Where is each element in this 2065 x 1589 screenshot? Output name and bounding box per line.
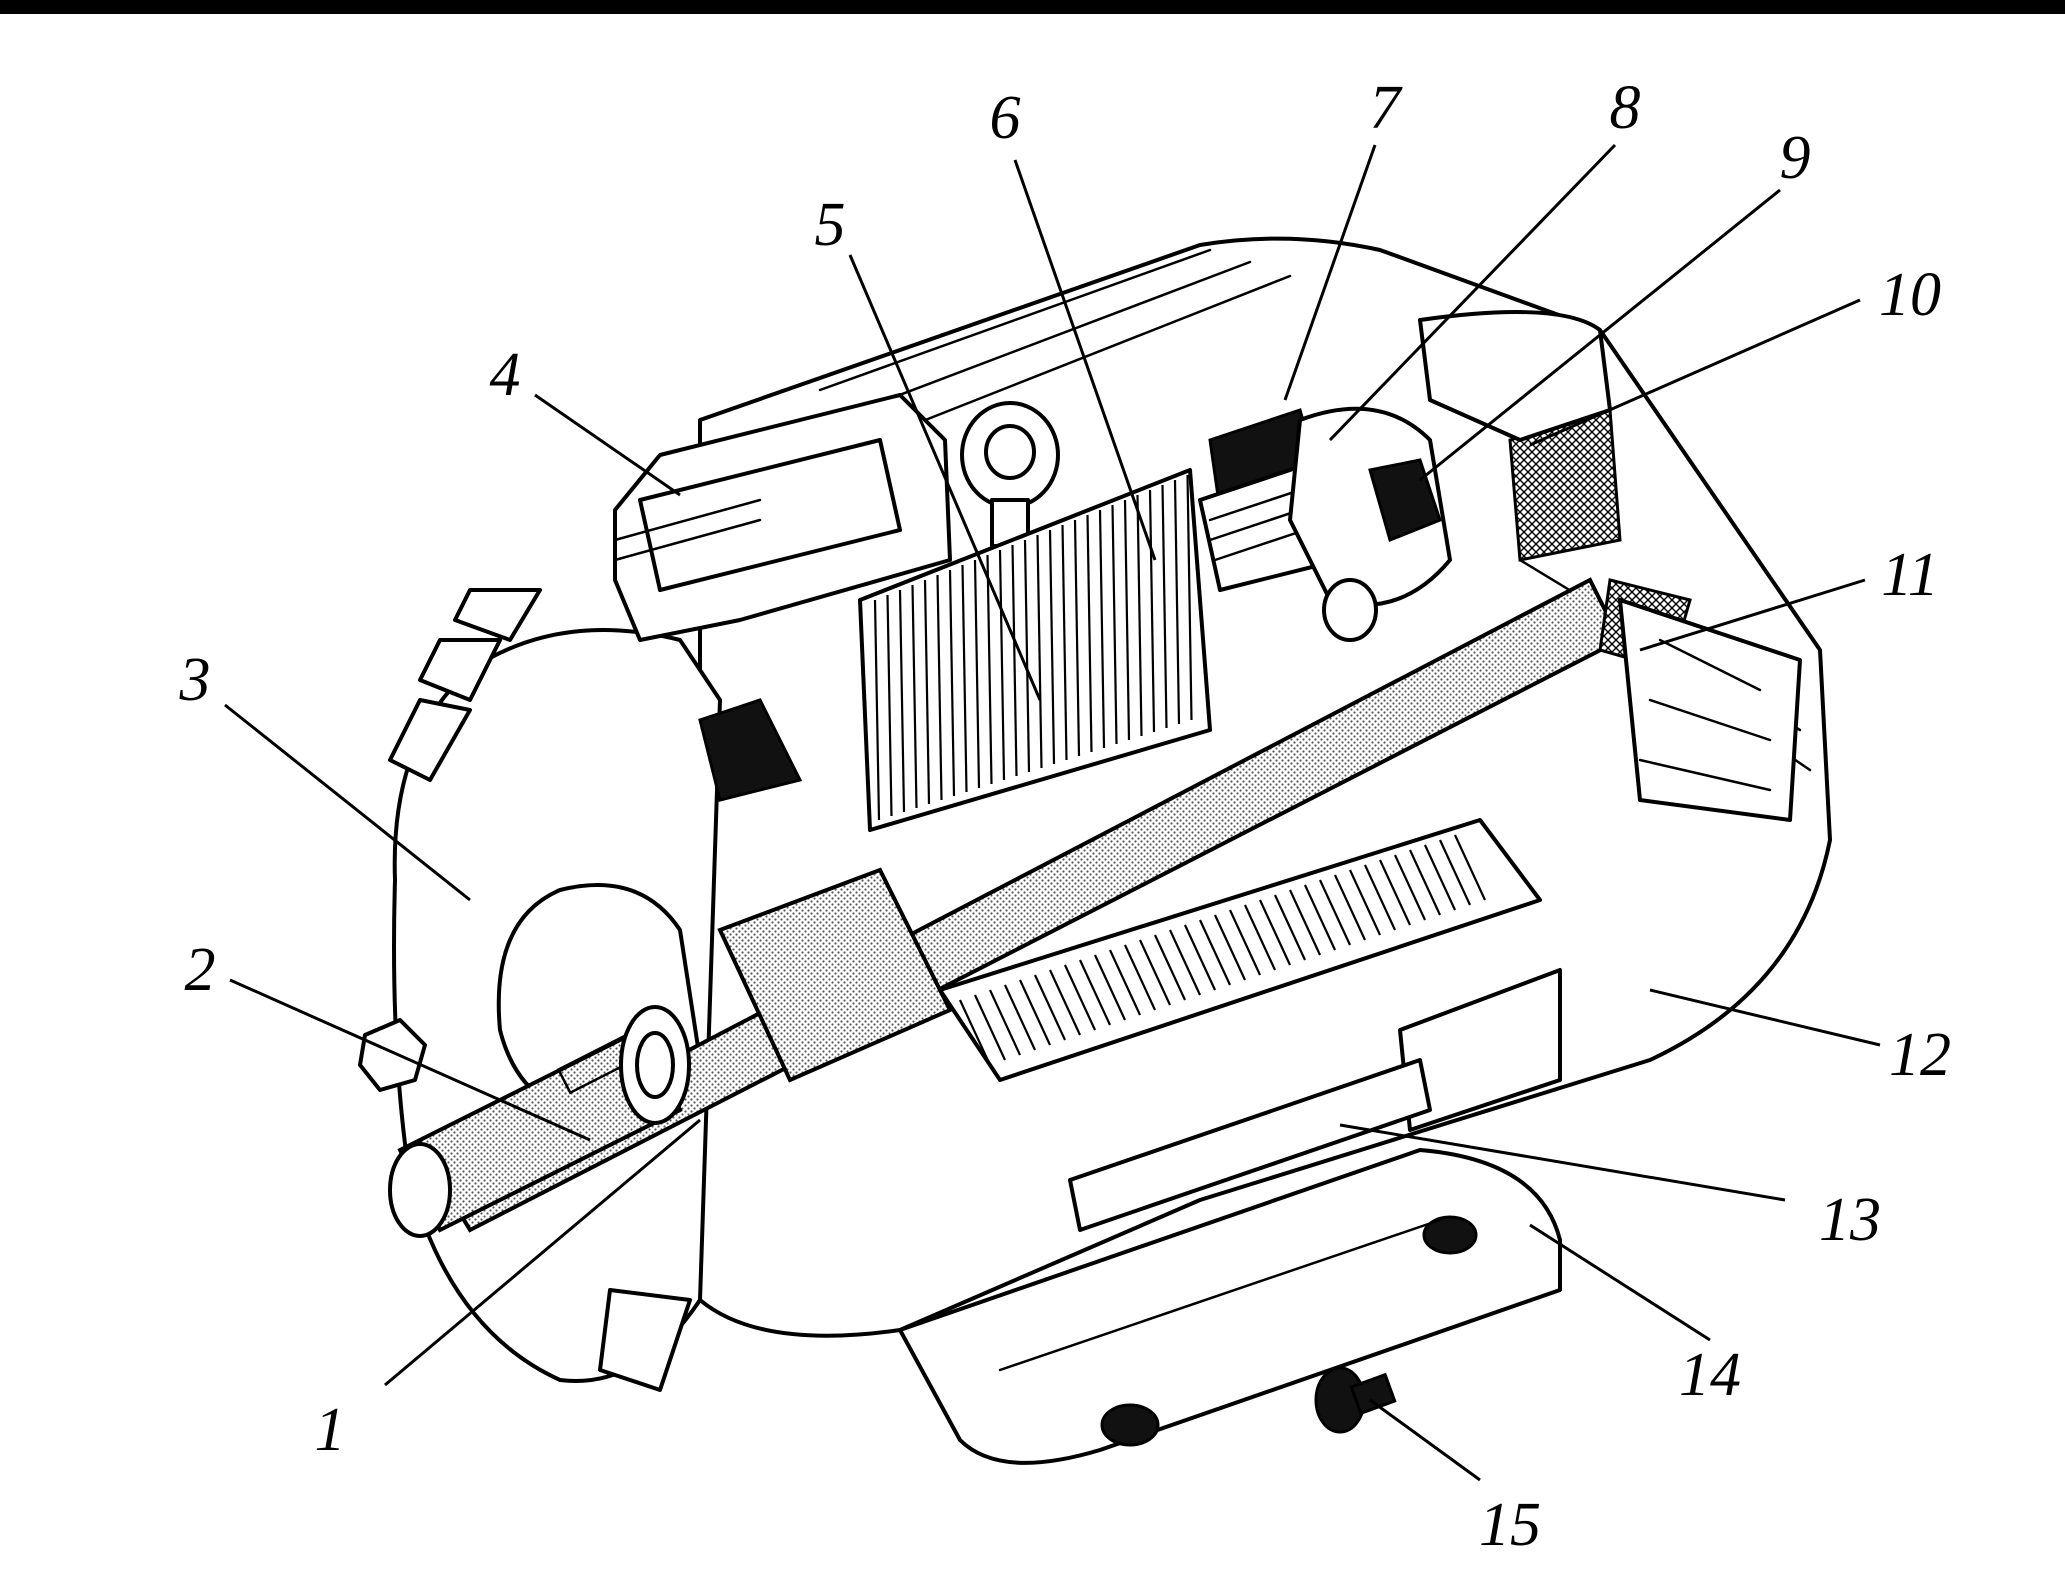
callout-14: 14: [1679, 1341, 1741, 1409]
shaft: [388, 577, 1623, 1238]
leader-1: [384, 1118, 701, 1387]
side-bolt: [358, 1018, 427, 1092]
callout-8: 8: [1610, 74, 1641, 142]
terminal-box: [613, 393, 952, 642]
rotor-hub: [717, 867, 953, 1083]
callout-7: 7: [1370, 74, 1404, 142]
end-shield-fins: [388, 588, 692, 1392]
callout-11: 11: [1881, 541, 1938, 609]
callout-15: 15: [1479, 1491, 1541, 1559]
nameplate: [1068, 968, 1562, 1232]
leader-8: [1328, 143, 1617, 442]
callout-10: 10: [1879, 261, 1941, 329]
leader-14: [1529, 1223, 1711, 1342]
callout-6: 6: [990, 84, 1021, 152]
rotor-core: [938, 818, 1542, 1082]
callout-9: 9: [1780, 124, 1811, 192]
lifting-eye-bolt: [960, 401, 1060, 548]
ground-bolt: [1314, 1366, 1397, 1434]
leader-10: [1529, 298, 1861, 447]
callout-1: 1: [315, 1396, 346, 1464]
leader-12: [1649, 988, 1881, 1047]
callout-4: 4: [490, 341, 521, 409]
callout-13: 13: [1819, 1186, 1881, 1254]
leader-5: [848, 254, 1042, 701]
top-border-bar: [0, 0, 2065, 14]
leader-7: [1283, 144, 1377, 401]
leader-lines: [224, 143, 1881, 1482]
cooling-fan: [1418, 310, 1802, 822]
callout-5: 5: [815, 191, 846, 259]
callout-2: 2: [185, 936, 216, 1004]
stator-core: [858, 468, 1212, 832]
callout-3: 3: [179, 646, 211, 714]
leader-2: [229, 978, 591, 1142]
leader-9: [1419, 188, 1781, 482]
leader-15: [1369, 1398, 1481, 1482]
leader-11: [1639, 578, 1866, 652]
leader-6: [1013, 159, 1157, 561]
rear-bearing-shield: [1288, 406, 1452, 642]
leader-4: [534, 393, 681, 497]
mounting-feet: [898, 1148, 1562, 1465]
callout-12: 12: [1889, 1021, 1951, 1089]
leader-3: [224, 703, 471, 902]
leader-13: [1339, 1123, 1786, 1202]
front-bearing: [619, 1005, 691, 1125]
callout-labels: 1 2 3 4 5 6 7 8 9 10 11 12 13 14 15: [179, 74, 1952, 1559]
